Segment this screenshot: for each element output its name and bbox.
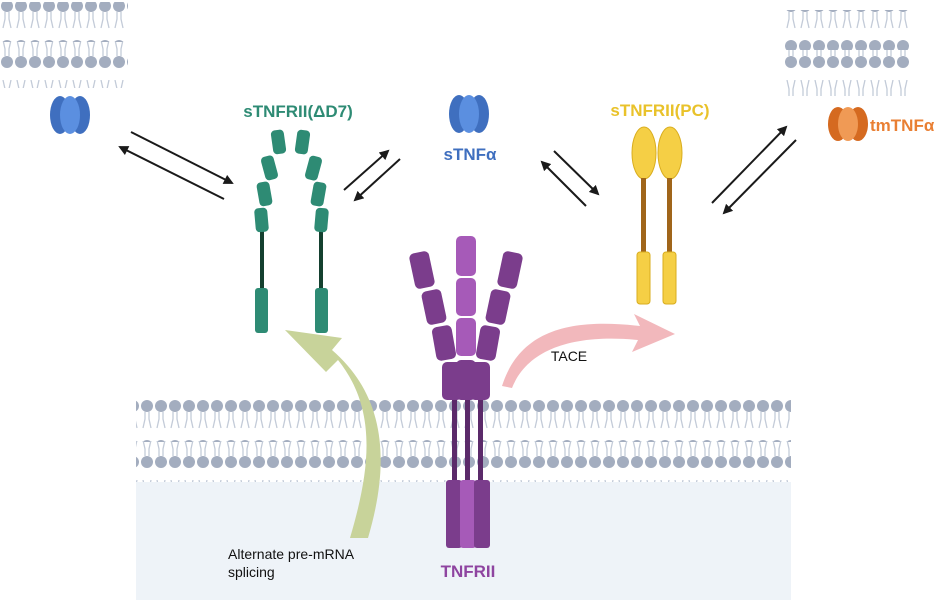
equilibrium-arrows-icon — [118, 125, 797, 215]
label-stnfa: sTNFα — [444, 145, 498, 164]
tace-curved-arrow-icon — [502, 314, 675, 388]
label-splicing-line1: Alternate pre-mRNA — [228, 546, 355, 562]
label-tnfrii: TNFRII — [441, 562, 496, 581]
label-tace: TACE — [551, 348, 587, 364]
label-tmtnfa: tmTNFα — [870, 116, 935, 135]
stnfa-icon — [449, 95, 489, 133]
label-stnfrii-pc: sTNFRII(PC) — [610, 101, 709, 120]
stnfrii-pc-icon — [631, 126, 683, 305]
tnf-trimer-left-icon — [50, 96, 90, 134]
cell-membrane — [136, 400, 791, 482]
label-stnfrii-d7: sTNFRII(ΔD7) — [243, 102, 353, 121]
tnfrii-receptor-icon — [409, 236, 523, 548]
splicing-curved-arrow-icon — [285, 330, 381, 538]
tmtnfa-icon — [828, 107, 868, 141]
membrane-fragment-left — [0, 2, 128, 88]
label-splicing-line2: splicing — [228, 564, 275, 580]
membrane-fragment-right — [783, 10, 911, 96]
stnfrii-d7-icon — [254, 129, 329, 333]
